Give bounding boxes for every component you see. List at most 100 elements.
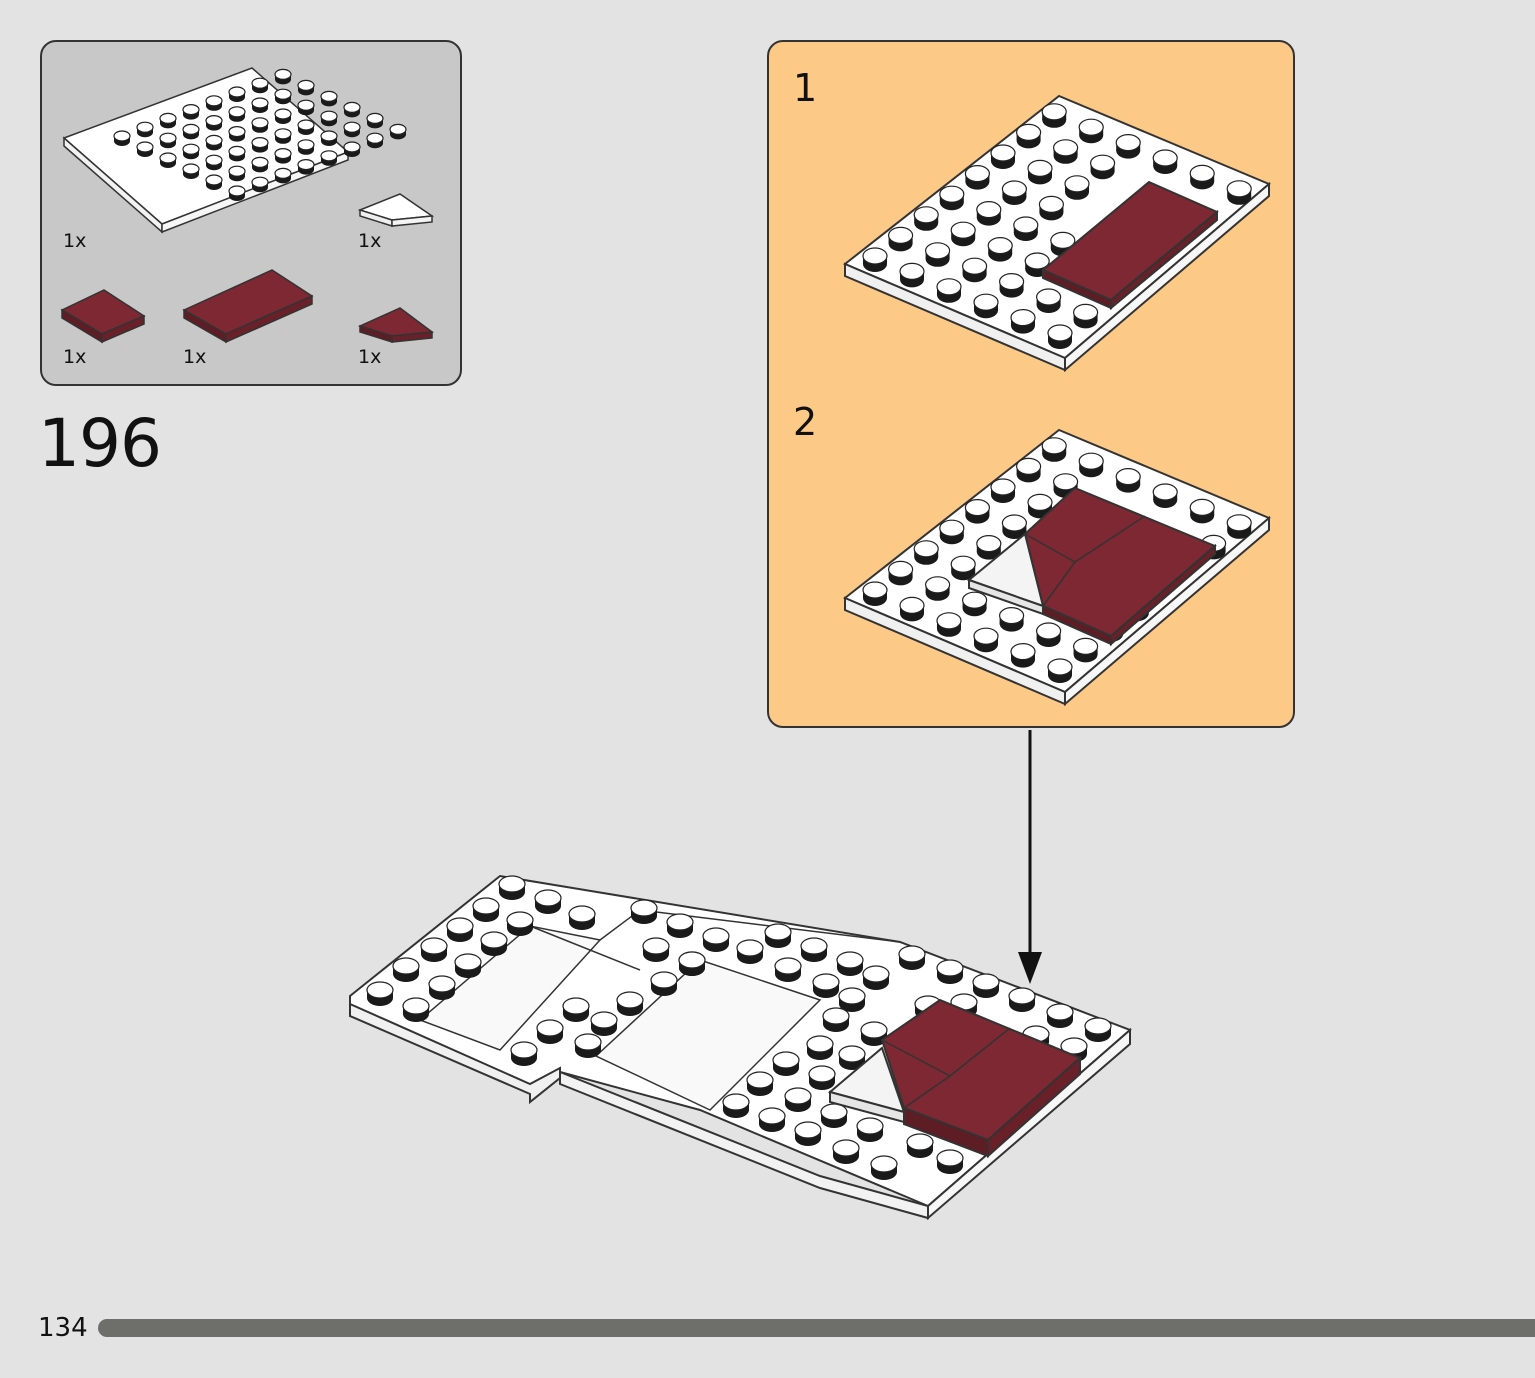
stud xyxy=(228,185,246,201)
stud xyxy=(1152,483,1178,508)
dark-red-tiles xyxy=(880,998,1082,1159)
stud xyxy=(1001,180,1027,205)
stud xyxy=(297,119,315,135)
stud xyxy=(972,973,1000,998)
stud xyxy=(630,899,658,924)
stud xyxy=(1078,452,1104,478)
stud xyxy=(616,991,644,1016)
stud xyxy=(722,1093,750,1118)
stud xyxy=(1115,468,1141,493)
stud xyxy=(506,911,534,936)
part-quantity-label: 1x xyxy=(63,346,87,368)
stud xyxy=(1001,514,1027,539)
white-wedge-part xyxy=(357,193,435,228)
stud xyxy=(182,163,200,179)
stud xyxy=(1046,1003,1074,1028)
stud xyxy=(936,1149,964,1174)
stud xyxy=(899,596,925,622)
stud xyxy=(925,576,951,601)
stud xyxy=(251,97,269,113)
stud xyxy=(936,278,962,303)
stud xyxy=(950,221,976,247)
stud xyxy=(1152,149,1178,174)
stud xyxy=(562,997,590,1022)
stud xyxy=(205,154,223,171)
stud xyxy=(642,937,670,962)
stud xyxy=(976,535,1002,560)
dark-red-tile xyxy=(1041,180,1219,311)
stud xyxy=(856,1117,884,1142)
part-quantity-label: 1x xyxy=(183,346,207,368)
stud xyxy=(274,128,292,144)
stud xyxy=(446,917,474,942)
sub-step-number: 1 xyxy=(793,66,818,110)
stud xyxy=(1036,288,1062,313)
dark-red-tiles xyxy=(1023,486,1217,647)
stud xyxy=(228,125,246,142)
stud xyxy=(297,79,315,96)
stud xyxy=(1010,642,1036,668)
main-model xyxy=(349,874,1132,1221)
sub-assembly-illustration xyxy=(843,94,1271,707)
stud xyxy=(862,581,888,606)
stud xyxy=(832,1139,860,1164)
white-wedge-tile xyxy=(966,532,1045,616)
stud xyxy=(251,117,269,133)
parts-illustration xyxy=(60,67,435,344)
stud xyxy=(228,86,246,102)
stud xyxy=(764,923,792,948)
stud xyxy=(774,957,802,982)
stud xyxy=(1047,658,1073,683)
stud xyxy=(251,136,269,153)
stud xyxy=(274,68,292,85)
stud xyxy=(746,1071,774,1096)
stud xyxy=(568,905,596,930)
sub-assembly-callout: 1 2 xyxy=(767,40,1295,728)
stud xyxy=(498,875,526,900)
stud xyxy=(990,144,1016,169)
stud xyxy=(392,957,420,982)
stud xyxy=(205,95,223,111)
stud xyxy=(860,1021,888,1046)
stud xyxy=(936,959,964,984)
dark-red-wedge-part xyxy=(357,307,434,344)
stud xyxy=(136,141,154,157)
stud xyxy=(320,150,338,166)
step-number: 196 xyxy=(38,405,162,482)
stud xyxy=(973,627,999,653)
stud xyxy=(962,257,988,283)
stud xyxy=(428,975,456,1000)
stud xyxy=(420,937,448,962)
stud xyxy=(343,141,361,157)
stud xyxy=(320,110,338,127)
stud xyxy=(159,132,177,149)
stud xyxy=(836,951,864,976)
stud xyxy=(534,889,562,914)
progress-bar xyxy=(98,1319,1535,1337)
stud xyxy=(1036,622,1062,647)
stud xyxy=(808,1065,836,1090)
stud xyxy=(758,1107,786,1132)
stud xyxy=(182,123,200,140)
stud xyxy=(472,897,500,922)
stud xyxy=(402,997,430,1022)
stud xyxy=(366,132,384,149)
stud xyxy=(1226,514,1252,539)
stud xyxy=(812,973,840,998)
part-quantity-label: 1x xyxy=(63,230,87,252)
stud xyxy=(736,939,764,964)
stud xyxy=(899,262,925,288)
stud xyxy=(297,99,315,116)
stud xyxy=(1226,180,1252,205)
stud xyxy=(320,130,338,146)
stud xyxy=(1024,252,1050,277)
stud xyxy=(389,123,407,140)
stud xyxy=(999,273,1025,298)
stud xyxy=(159,152,177,168)
stud xyxy=(822,1007,850,1032)
stud xyxy=(650,971,678,996)
stud xyxy=(297,139,315,155)
stud xyxy=(536,1019,564,1044)
sub-step-1-model xyxy=(843,94,1271,373)
